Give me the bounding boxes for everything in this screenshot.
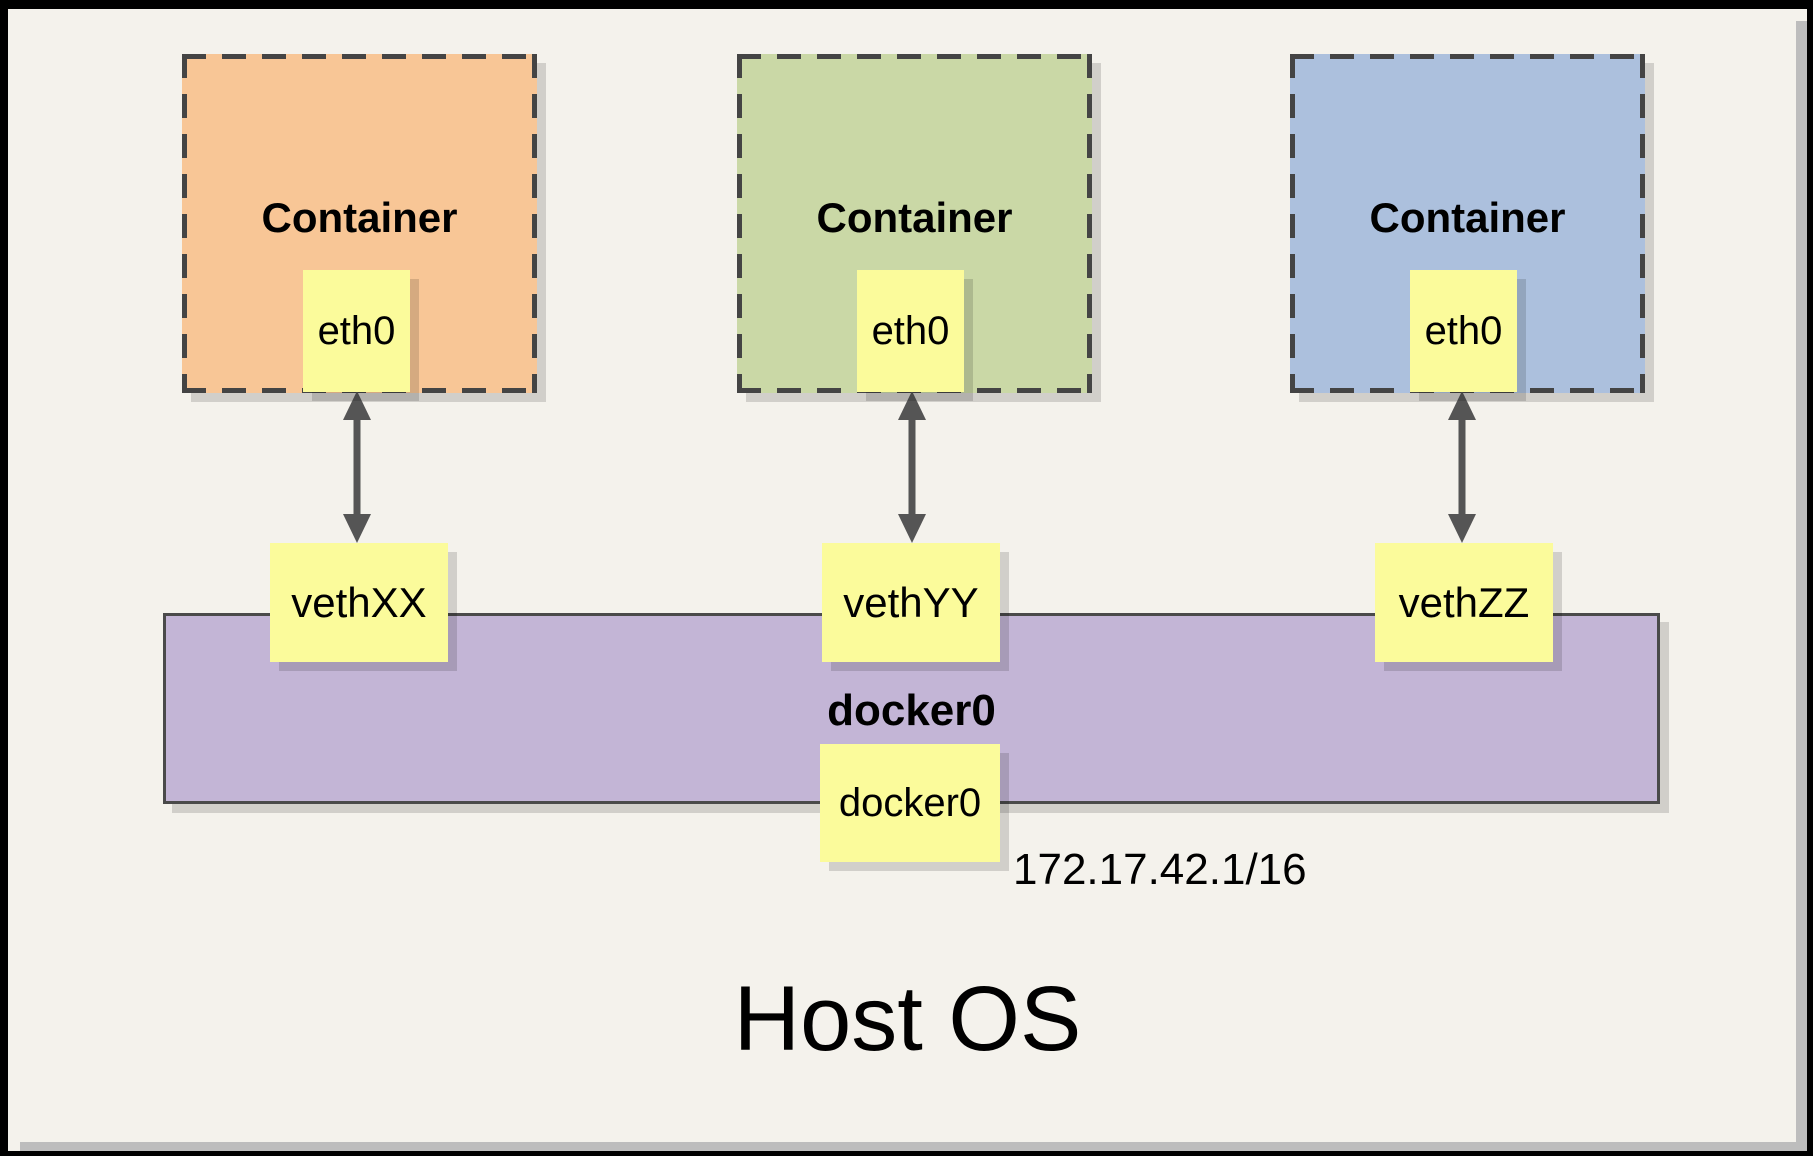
double-arrow-icon <box>1448 391 1476 543</box>
canvas-edge-shadow-right <box>1796 21 1807 1151</box>
veth-interface-box-2: vethYY <box>822 543 1000 662</box>
veth-interface-box-1: vethXX <box>270 543 448 662</box>
canvas-edge-shadow-bottom <box>20 1142 1807 1151</box>
bridge-ip-address: 172.17.42.1/16 <box>1013 845 1307 894</box>
veth-label: vethYY <box>843 578 979 626</box>
container-label: Container <box>1369 194 1566 241</box>
docker0-bridge-label: docker0 <box>827 686 996 735</box>
eth0-label: eth0 <box>317 308 396 353</box>
eth0-interface-box-1: eth0 <box>303 270 410 392</box>
docker0-interface-box: docker0 <box>820 744 1000 862</box>
double-arrow-icon <box>898 391 926 543</box>
eth0-label: eth0 <box>1424 308 1503 353</box>
veth-interface-box-3: vethZZ <box>1375 543 1553 662</box>
veth-label: vethZZ <box>1398 578 1530 626</box>
veth-label: vethXX <box>291 578 427 626</box>
diagram-canvas: Container Container Container eth0 eth0 … <box>8 9 1807 1151</box>
host-os-label: Host OS <box>733 968 1082 1070</box>
eth0-interface-box-2: eth0 <box>857 270 964 392</box>
container-label: Container <box>816 194 1013 241</box>
container-label: Container <box>261 194 458 241</box>
eth0-label: eth0 <box>871 308 950 353</box>
eth0-interface-box-3: eth0 <box>1410 270 1517 392</box>
docker0-label: docker0 <box>838 780 982 825</box>
double-arrow-icon <box>343 391 371 543</box>
